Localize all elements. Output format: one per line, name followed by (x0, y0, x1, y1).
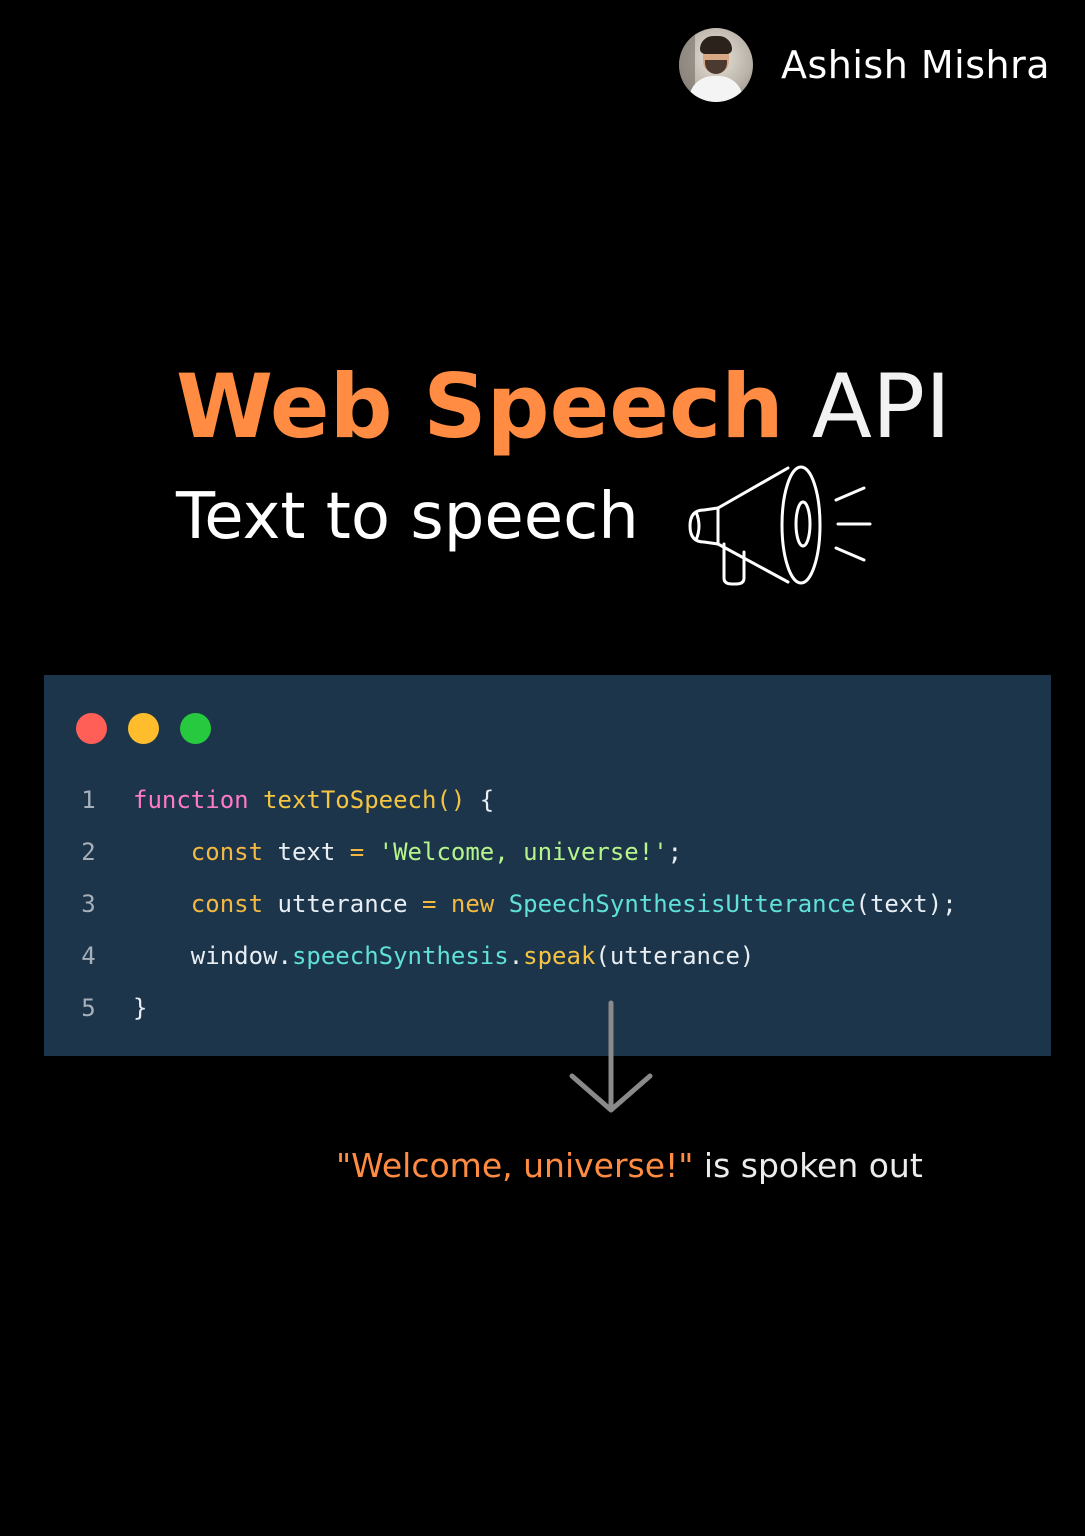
code-token: = (422, 890, 437, 918)
code-token (494, 890, 508, 918)
page-subtitle: Text to speech (176, 480, 639, 554)
page-title: Web Speech API (176, 357, 951, 457)
line-content: const utterance = new SpeechSynthesisUtt… (133, 878, 957, 930)
code-token (436, 890, 450, 918)
code-token: 'Welcome, universe!' (378, 838, 668, 866)
close-dot (76, 713, 107, 744)
code-token: textToSpeech (263, 786, 437, 814)
megaphone-icon (688, 465, 872, 586)
maximize-dot (180, 713, 211, 744)
code-token: SpeechSynthesisUtterance (508, 890, 856, 918)
code-token (133, 838, 191, 866)
code-token: speechSynthesis (291, 942, 509, 970)
code-token: (utterance) (595, 942, 755, 970)
title-suffix: API (811, 355, 951, 458)
code-line: 2 const text = 'Welcome, universe!'; (44, 826, 1051, 878)
spoken-quote: "Welcome, universe!" (336, 1146, 694, 1185)
line-number: 2 (81, 838, 96, 866)
spoken-suffix: is spoken out (693, 1146, 923, 1185)
result-caption: "Welcome, universe!" is spoken out (336, 1144, 923, 1188)
code-token: } (133, 994, 148, 1022)
line-content: function textToSpeech() { (133, 774, 494, 826)
code-token: speak (523, 942, 596, 970)
code-token: = (349, 838, 365, 866)
code-token: { (465, 786, 495, 814)
code-token: text (263, 838, 350, 866)
code-token: window. (133, 942, 292, 970)
code-token (249, 786, 263, 814)
code-token: const (190, 890, 264, 918)
arrow-down-icon (569, 1000, 653, 1113)
code-line: 3 const utterance = new SpeechSynthesisU… (44, 878, 1051, 930)
line-number: 3 (81, 890, 96, 918)
author-name: Ashish Mishra (781, 42, 1051, 87)
code-token: new (450, 890, 495, 918)
avatar (679, 27, 753, 102)
code-token: const (190, 838, 264, 866)
author-badge: Ashish Mishra (679, 27, 1050, 102)
code-line: 1 function textToSpeech() { (44, 774, 1051, 826)
code-token: () (436, 786, 466, 814)
window-controls (76, 713, 211, 744)
line-content: const text = 'Welcome, universe!'; (133, 826, 682, 878)
line-number: 4 (81, 942, 96, 970)
code-token: function (133, 786, 249, 814)
title-highlight: Web Speech (176, 355, 784, 458)
code-token: utterance (263, 890, 422, 918)
code-line: 4 window.speechSynthesis.speak(utterance… (44, 930, 1051, 982)
code-token (364, 838, 378, 866)
code-token (133, 890, 191, 918)
code-token: (text); (855, 890, 957, 918)
line-content: } (133, 982, 147, 1034)
code-token: ; (667, 838, 683, 866)
minimize-dot (128, 713, 159, 744)
line-number: 5 (81, 994, 96, 1022)
line-content: window.speechSynthesis.speak(utterance) (133, 930, 755, 982)
line-number: 1 (81, 786, 96, 814)
code-token: . (508, 942, 524, 970)
code-line: 5} (44, 982, 1051, 1034)
